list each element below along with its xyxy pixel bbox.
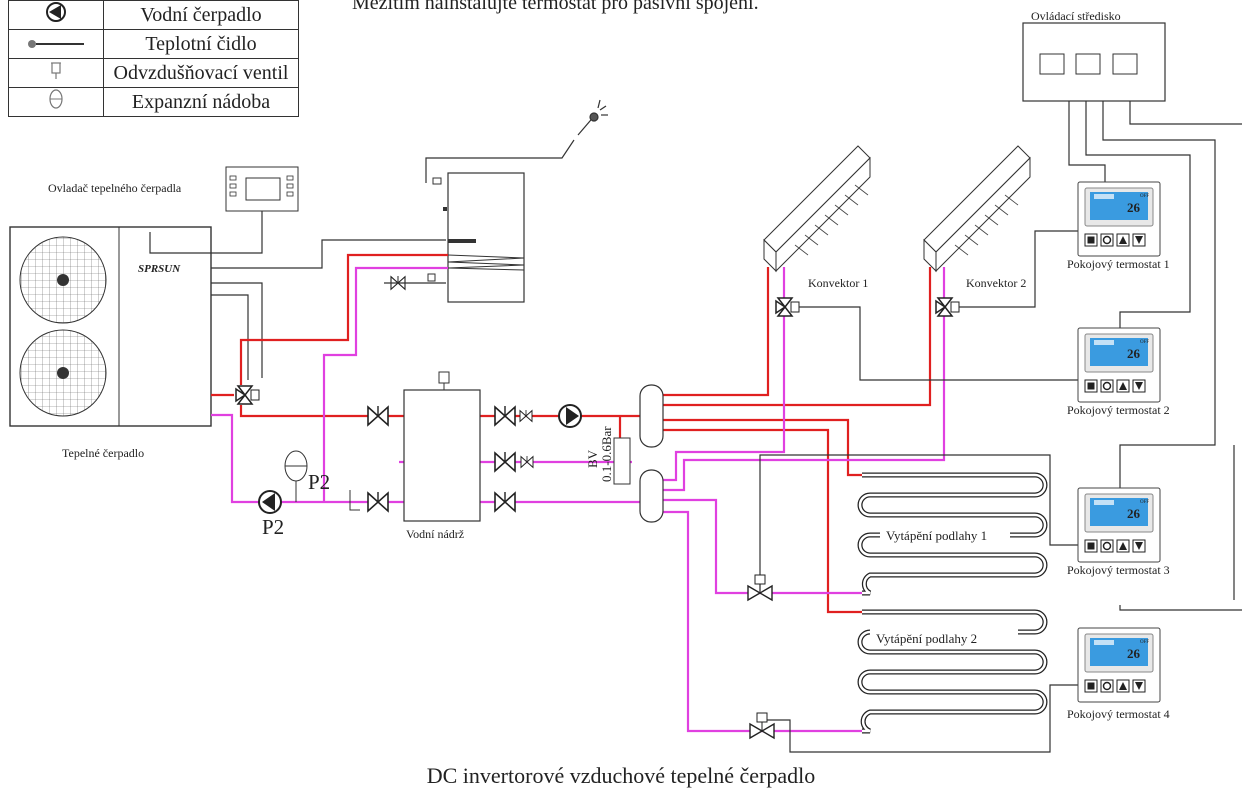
thermostat-status: OFF bbox=[1140, 640, 1149, 645]
legend-table: Vodní čerpadlo Teplotní čidlo Odvzdušňov… bbox=[8, 0, 299, 117]
bv-label: BV bbox=[585, 449, 600, 468]
legend-label: Vodní čerpadlo bbox=[103, 0, 299, 30]
thermostat-temp: 26 bbox=[1127, 506, 1141, 521]
bypass-valve bbox=[613, 437, 631, 485]
return-manifold bbox=[639, 469, 664, 523]
thermostat2-label: Pokojový termostat 2 bbox=[1067, 403, 1170, 417]
gate-valve-icon bbox=[367, 405, 389, 426]
bv-range-label: 0.1-0.6Bar bbox=[599, 426, 614, 482]
thermostat1-label: Pokojový termostat 1 bbox=[1067, 257, 1170, 271]
three-way-valve-icon bbox=[935, 297, 960, 317]
three-way-valve-icon bbox=[235, 385, 260, 405]
thermostat-status: OFF bbox=[1140, 500, 1149, 505]
dhw-tank bbox=[447, 172, 525, 303]
zone-valve-icon bbox=[749, 712, 775, 739]
thermostat-temp: 26 bbox=[1127, 200, 1141, 215]
zone-valve-icon bbox=[747, 574, 773, 601]
thermostat-status: OFF bbox=[1140, 340, 1149, 345]
floor2-label: Vytápění podlahy 2 bbox=[876, 631, 977, 646]
control-wiring bbox=[1068, 101, 1242, 611]
legend-label: Teplotní čidlo bbox=[103, 29, 299, 59]
control-center-label: Ovládací středisko bbox=[1031, 9, 1121, 23]
convector-2 bbox=[923, 145, 1031, 273]
convector2-label: Konvektor 2 bbox=[966, 276, 1026, 290]
legend-row-expansion: Expanzní nádoba bbox=[8, 87, 299, 117]
thermostat4-label: Pokojový termostat 4 bbox=[1067, 707, 1170, 721]
supply-pipes bbox=[211, 253, 932, 614]
legend-label: Odvzdušňovací ventil bbox=[103, 58, 299, 88]
legend-row-pump: Vodní čerpadlo bbox=[8, 0, 299, 30]
pump-p2-label-a: P2 bbox=[308, 470, 330, 494]
diagram-caption: DC invertorové vzduchové tepelné čerpadl… bbox=[426, 763, 816, 788]
legend-row-air-vent: Odvzdušňovací ventil bbox=[8, 58, 299, 88]
heat-pump-label: Tepelné čerpadlo bbox=[62, 446, 144, 460]
expansion-vessel-icon bbox=[8, 87, 104, 117]
three-way-valve-icon bbox=[775, 297, 800, 317]
heat-pump-brand: SPRSUN bbox=[138, 263, 181, 275]
legend-label: Expanzní nádoba bbox=[103, 87, 299, 117]
thermostat-temp: 26 bbox=[1127, 646, 1141, 661]
convector1-label: Konvektor 1 bbox=[808, 276, 868, 290]
supply-manifold bbox=[639, 384, 664, 448]
pump-p2-label-b: P2 bbox=[262, 515, 284, 539]
return-pipes bbox=[211, 266, 946, 733]
pump-icon bbox=[558, 404, 582, 428]
buffer-tank bbox=[403, 389, 481, 522]
convector-1 bbox=[763, 145, 871, 273]
hp-controller-label: Ovladač tepelného čerpadla bbox=[48, 181, 182, 195]
thermostat3-label: Pokojový termostat 3 bbox=[1067, 563, 1170, 577]
floor1-label: Vytápění podlahy 1 bbox=[886, 528, 987, 543]
water-tank-label: Vodní nádrž bbox=[406, 527, 464, 541]
thermostat-status: OFF bbox=[1140, 194, 1149, 199]
pump-icon bbox=[258, 490, 282, 514]
thermostat-temp: 26 bbox=[1127, 346, 1141, 361]
top-note: Mezitím nainstalujte termostat pro pasiv… bbox=[352, 0, 759, 14]
